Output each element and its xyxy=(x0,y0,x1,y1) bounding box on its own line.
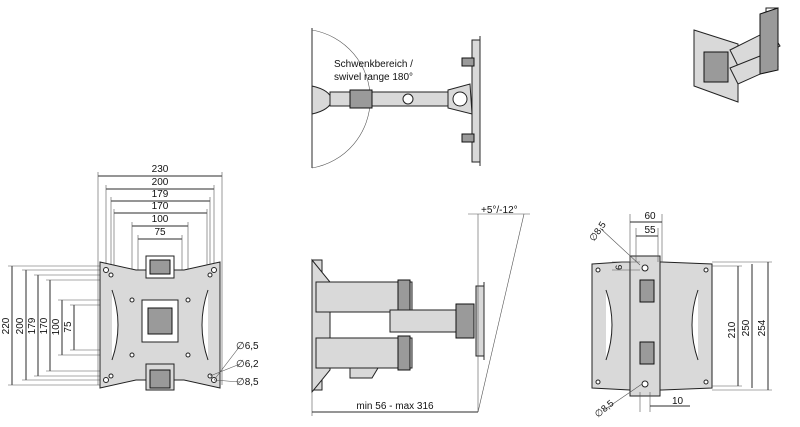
tilt-label: +5°/-12° xyxy=(481,205,518,216)
dim-v-200: 200 xyxy=(15,317,26,334)
dim-h-75: 75 xyxy=(154,227,166,238)
dim-6: 6 xyxy=(614,265,625,270)
front-vertical-dimensions xyxy=(8,265,140,386)
hole-label-6-5: ∅6,5 xyxy=(236,341,259,352)
dim-v-170: 170 xyxy=(39,317,50,334)
dim-v-179: 179 xyxy=(27,317,38,334)
dim-v-100: 100 xyxy=(51,318,62,335)
dim-60: 60 xyxy=(644,211,656,222)
wall-plate-view: 60 55 ∅8,5 6 210 250 254 ∅8,5 10 xyxy=(587,211,772,420)
product-thumbnail xyxy=(693,7,781,103)
dim-h-200: 200 xyxy=(152,177,169,188)
swivel-label-line2: swivel range 180° xyxy=(334,72,413,83)
dim-h-170: 170 xyxy=(152,201,169,212)
vesa-plate xyxy=(99,255,221,391)
dim-250: 250 xyxy=(741,319,752,336)
dim-hole-bottom: ∅8,5 xyxy=(593,398,617,420)
swivel-label-line1: Schwenkbereich / xyxy=(334,59,413,70)
extension-label: min 56 - max 316 xyxy=(356,401,434,412)
dim-254: 254 xyxy=(757,319,768,336)
dim-v-75: 75 xyxy=(63,321,74,333)
dim-hole-top: ∅8,5 xyxy=(587,220,608,244)
dim-h-100: 100 xyxy=(152,214,169,225)
dim-10: 10 xyxy=(672,396,684,407)
dim-h-179: 179 xyxy=(152,189,169,200)
top-view: Schwenkbereich / swivel range 180° xyxy=(311,28,481,169)
dim-h-230: 230 xyxy=(152,164,169,175)
dim-v-220: 220 xyxy=(1,317,12,334)
hole-label-6-2: ∅6,2 xyxy=(236,359,259,370)
side-view: +5°/-12° min 56 - max 316 xyxy=(311,205,530,416)
hole-label-8-5: ∅8,5 xyxy=(236,377,259,388)
dim-210: 210 xyxy=(727,321,738,338)
mounting-holes xyxy=(103,267,217,383)
front-view: 230 200 179 170 100 75 220 200 xyxy=(1,164,259,391)
dim-55: 55 xyxy=(644,225,656,236)
